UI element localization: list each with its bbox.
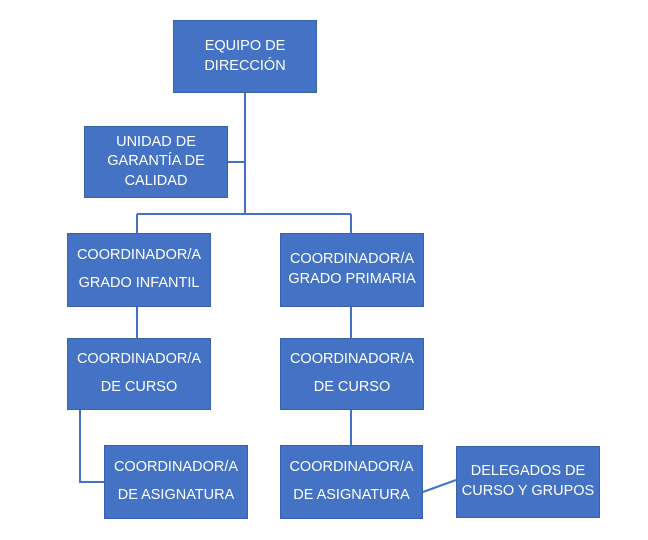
node-label-line: COORDINADOR/A [113,459,239,476]
node-coordinador-asignatura-primaria: COORDINADOR/A DE ASIGNATURA [280,445,423,519]
node-label-line: COORDINADOR/A [76,247,202,264]
node-label-line: DE ASIGNATURA [293,487,410,503]
node-label-line: GRADO INFANTIL [78,275,200,291]
connector-asignatura-to-delegados [422,479,457,493]
node-label-line: COORDINADOR/A [76,351,202,368]
node-coordinador-grado-primaria: COORDINADOR/A GRADO PRIMARIA [280,233,424,307]
node-label-line: DE CURSO [100,379,178,395]
node-label-line: COORDINADOR/A [289,459,414,476]
node-label-line: COORDINADOR/A [289,251,415,268]
node-coordinador-curso-primaria: COORDINADOR/A DE CURSO [280,338,424,410]
node-label-line: DIRECCIÓN [204,57,286,74]
node-label-line: UNIDAD DE [116,133,196,150]
node-coordinador-asignatura-infantil: COORDINADOR/A DE ASIGNATURA [104,445,248,519]
node-label-line: DE CURSO [313,379,391,395]
node-label-line: GARANTÍA DE [107,153,205,170]
node-equipo-direccion: EQUIPO DE DIRECCIÓN [173,20,317,93]
node-label-line: GRADO PRIMARIA [288,271,416,287]
node-delegados-curso-grupos: DELEGADOS DE CURSO Y GRUPOS [456,446,600,518]
node-label-line: CURSO Y GRUPOS [461,483,595,499]
node-label-line: CALIDAD [124,172,188,189]
node-coordinador-curso-infantil: COORDINADOR/A DE CURSO [67,338,211,410]
node-label-line: DELEGADOS DE [470,463,586,480]
node-label-line: DE ASIGNATURA [117,487,235,503]
node-label-line: EQUIPO DE [204,37,286,54]
node-label-line: COORDINADOR/A [289,351,415,368]
node-coordinador-grado-infantil: COORDINADOR/A GRADO INFANTIL [67,233,211,307]
connector-curso-to-asignatura-infantil [79,410,104,483]
node-unidad-calidad: UNIDAD DE GARANTÍA DE CALIDAD [84,126,228,198]
